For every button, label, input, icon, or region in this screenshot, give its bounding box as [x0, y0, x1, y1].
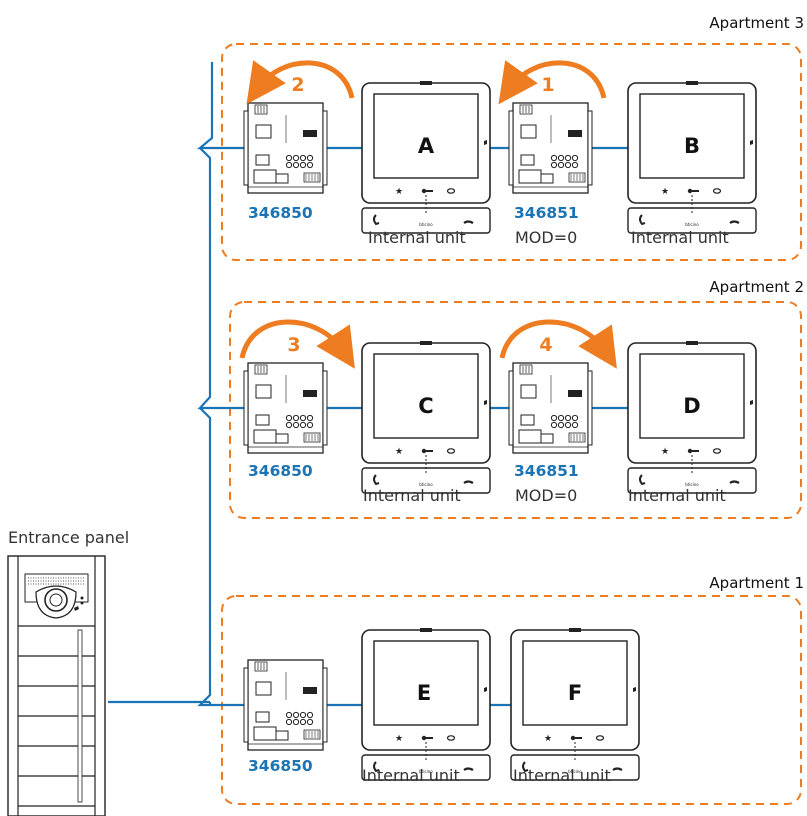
apartment-2-box [229, 301, 802, 519]
unit-letter-b: B [684, 134, 700, 158]
extender-module-apt3 [508, 102, 593, 194]
step-label-4: 4 [539, 334, 552, 356]
apartment-3-title: Apartment 3 [709, 14, 804, 32]
step-arrow-4 [499, 319, 617, 369]
unit-a-caption: Internal unit [368, 228, 466, 247]
interface-module-apt2 [243, 362, 328, 454]
unit-b-caption: Internal unit [631, 228, 729, 247]
step-label-1: 1 [541, 74, 554, 96]
step-label-3: 3 [287, 334, 300, 356]
interface-code-apt1: 346850 [248, 757, 313, 775]
apartment-1-title: Apartment 1 [709, 574, 804, 592]
interface-code-apt2: 346850 [248, 462, 313, 480]
extender-mode-apt2: MOD=0 [515, 486, 577, 505]
step-label-2: 2 [291, 74, 304, 96]
extender-code-apt3: 346851 [514, 204, 579, 222]
unit-letter-c: C [418, 394, 433, 418]
interface-module-apt3 [243, 102, 328, 194]
unit-d-caption: Internal unit [628, 486, 726, 505]
interface-module-apt1 [243, 659, 328, 751]
unit-letter-f: F [568, 681, 582, 705]
extender-code-apt2: 346851 [514, 462, 579, 480]
apartment-2-title: Apartment 2 [709, 278, 804, 296]
extender-module-apt2 [508, 362, 593, 454]
unit-f-caption: Internal unit [513, 766, 611, 785]
step-arrow-3 [239, 319, 355, 369]
unit-c-caption: Internal unit [363, 486, 461, 505]
bus-line [108, 62, 628, 707]
unit-letter-e: E [417, 681, 431, 705]
unit-letter-a: A [418, 134, 435, 158]
entrance-panel-label: Entrance panel [8, 528, 129, 547]
unit-e-caption: Internal unit [362, 766, 460, 785]
unit-letter-d: D [683, 394, 700, 418]
apartment-3-box [221, 43, 802, 261]
step-arrow-2 [246, 60, 355, 105]
apartment-1-box [221, 595, 802, 805]
extender-mode-apt3: MOD=0 [515, 228, 577, 247]
entrance-panel [7, 555, 106, 816]
step-arrow-1 [498, 60, 607, 105]
interface-code-apt3: 346850 [248, 204, 313, 222]
